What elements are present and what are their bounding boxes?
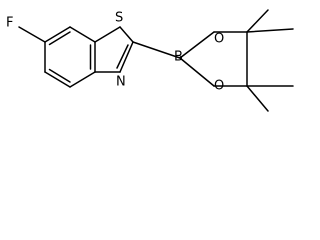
- top-methyl-bond-1: [246, 9, 269, 33]
- c-s-bond: [94, 26, 121, 43]
- benzene-bond-2: [69, 26, 96, 43]
- bottom-methyl-bond-2: [246, 85, 269, 112]
- atom-label-oxygen-bottom: O: [214, 79, 224, 94]
- b-o-top-bond: [179, 31, 215, 59]
- atom-label-oxygen-top: O: [214, 32, 224, 47]
- top-methyl-bond-2: [246, 28, 294, 33]
- benzene-bond-4: [69, 71, 96, 88]
- chemical-structure-diagram: F S N B O O: [6, 9, 294, 112]
- atom-label-sulfur: S: [115, 11, 123, 26]
- atom-label-nitrogen: N: [116, 75, 126, 90]
- b-o-bottom-bond: [179, 57, 215, 87]
- atom-label-fluorine: F: [6, 16, 13, 31]
- c-b-bond: [132, 41, 181, 59]
- atom-label-boron: B: [174, 50, 183, 65]
- c-n-double-bond-inner: [116, 44, 129, 69]
- c-f-bond: [18, 26, 46, 43]
- c-n-double-bond-outer: [119, 41, 134, 73]
- benzene-inner-bond-1: [48, 31, 71, 46]
- benzene-bond-5: [44, 71, 71, 88]
- s-c-bond: [119, 26, 134, 43]
- benzene-inner-bond-3: [48, 68, 71, 83]
- benzene-bond-1: [44, 26, 71, 43]
